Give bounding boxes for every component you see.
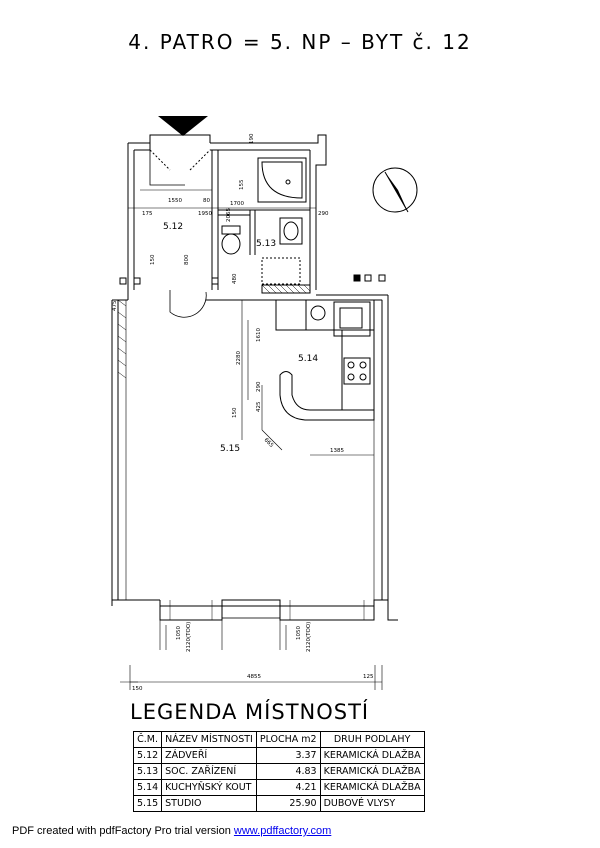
upper-walls xyxy=(127,134,327,294)
legend-cell: 4.21 xyxy=(255,779,321,796)
entrance-arrow-icon xyxy=(158,116,208,136)
legend-header-cell: Č.M. xyxy=(132,731,163,748)
legend-cell: ZÁDVEŘÍ xyxy=(161,747,257,764)
legend-cell: 4.83 xyxy=(255,763,321,780)
legend-cell: KERAMICKÁ DLAŽBA xyxy=(319,779,425,796)
dim-800: 800 xyxy=(184,254,190,265)
sink-icon xyxy=(333,301,371,337)
legend-cell: KERAMICKÁ DLAŽBA xyxy=(319,763,425,780)
dim-2120-b: 2120(TOO) xyxy=(306,622,312,652)
page-title: 4. PATRO = 5. NP – BYT č. 12 xyxy=(128,30,472,54)
room-label-512: 5.12 xyxy=(163,222,183,232)
legend-header-cell: NÁZEV MÍSTNOSTI xyxy=(161,731,257,748)
legend-cell: KERAMICKÁ DLAŽBA xyxy=(319,747,425,764)
legend-cell: 25.90 xyxy=(255,795,321,812)
dim-2065: 2065 xyxy=(226,208,232,222)
room-label-515: 5.15 xyxy=(220,444,240,454)
dim-190: 190 xyxy=(249,133,255,144)
shower-icon xyxy=(257,157,307,203)
room-legend-table: Č.M. NÁZEV MÍSTNOSTI PLOCHA m2 DRUH PODL… xyxy=(132,731,425,812)
legend-cell: 5.15 xyxy=(132,795,163,812)
dim-175: 175 xyxy=(142,211,153,217)
legend-header-row: Č.M. NÁZEV MÍSTNOSTI PLOCHA m2 DRUH PODL… xyxy=(132,731,425,748)
dim-1550: 1550 xyxy=(168,198,182,204)
dim-80: 80 xyxy=(203,198,210,204)
dim-290-b: 290 xyxy=(256,381,262,392)
legend-cell: 5.13 xyxy=(132,763,163,780)
kitchen-counter xyxy=(275,299,375,421)
footer-text: PDF created with pdfFactory Pro trial ve… xyxy=(12,825,234,837)
legend-row: 5.15 STUDIO 25.90 DUBOVÉ VLYSY xyxy=(132,795,425,812)
legend-row: 5.14 KUCHYŇSKÝ KOUT 4.21 KERAMICKÁ DLAŽB… xyxy=(132,779,425,796)
dim-665: 665 xyxy=(263,437,275,449)
dim-150-c: 150 xyxy=(132,686,143,692)
dim-1700: 1700 xyxy=(230,201,244,207)
legend-cell: SOC. ZAŘÍZENÍ xyxy=(161,763,257,780)
legend-cell: KUCHYŇSKÝ KOUT xyxy=(161,779,257,796)
legend-row: 5.13 SOC. ZAŘÍZENÍ 4.83 KERAMICKÁ DLAŽBA xyxy=(132,763,425,780)
dim-155: 155 xyxy=(239,179,245,190)
dim-150-b: 150 xyxy=(232,407,238,418)
floor-drain xyxy=(261,257,301,285)
dim-480: 480 xyxy=(232,273,238,284)
stove-icon xyxy=(343,357,371,385)
legend-header-cell: PLOCHA m2 xyxy=(255,731,321,748)
legend-cell: 5.12 xyxy=(132,747,163,764)
hall-door xyxy=(169,290,207,318)
dim-1610: 1610 xyxy=(256,328,262,342)
legend-header-cell: DRUH PODLAHY xyxy=(319,731,425,748)
pdffactory-link[interactable]: www.pdffactory.com xyxy=(233,825,332,837)
pdf-footer: PDF created with pdfFactory Pro trial ve… xyxy=(12,825,331,837)
dim-150-a: 150 xyxy=(150,254,156,265)
legend-cell: DUBOVÉ VLYSY xyxy=(319,795,425,812)
dim-1050-a: 1050 xyxy=(176,626,182,640)
dim-1950: 1950 xyxy=(198,211,212,217)
entry-door xyxy=(149,149,211,186)
legend-cell: 3.37 xyxy=(255,747,321,764)
dim-2120-a: 2120(TOO) xyxy=(186,622,192,652)
dim-1385: 1385 xyxy=(330,448,344,454)
room-label-513: 5.13 xyxy=(256,239,276,249)
dim-1050-b: 1050 xyxy=(296,626,302,640)
dim-125: 125 xyxy=(363,674,374,680)
washbasin-icon xyxy=(279,217,303,245)
north-arrow-icon xyxy=(372,167,418,213)
legend-cell: STUDIO xyxy=(161,795,257,812)
dim-4855: 4855 xyxy=(247,674,261,680)
dimension-lines xyxy=(120,189,383,690)
toilet-icon xyxy=(221,225,241,255)
dim-2280: 2280 xyxy=(236,351,242,365)
legend-title: LEGENDA MÍSTNOSTÍ xyxy=(130,700,370,724)
dim-290: 290 xyxy=(318,211,329,217)
dim-475: 475 xyxy=(112,300,118,311)
legend-row: 5.12 ZÁDVEŘÍ 3.37 KERAMICKÁ DLAŽBA xyxy=(132,747,425,764)
legend-cell: 5.14 xyxy=(132,779,163,796)
dim-425: 425 xyxy=(256,401,262,412)
room-label-514: 5.14 xyxy=(298,354,318,364)
